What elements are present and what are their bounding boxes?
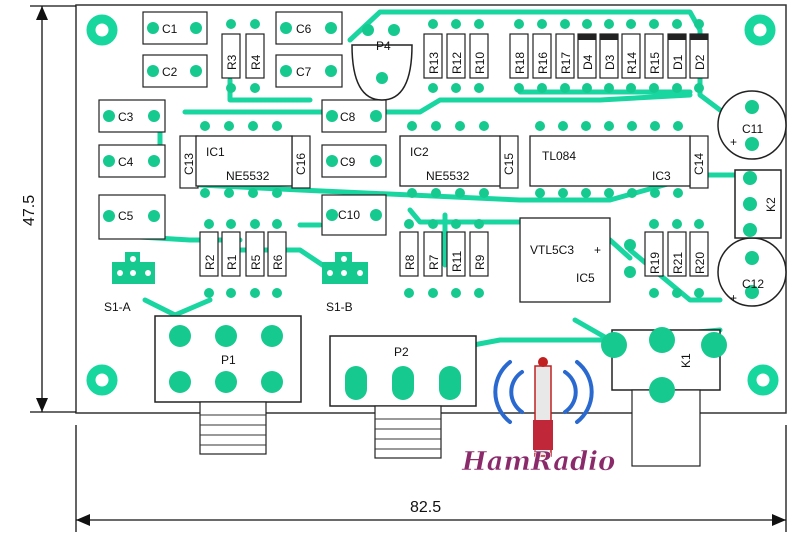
label-c1: C1 (162, 22, 178, 36)
label-d3: D3 (603, 54, 617, 70)
label-c8: C8 (340, 110, 356, 124)
label-r20: R20 (693, 252, 707, 274)
label-p1: P1 (221, 353, 236, 367)
label-k1: K1 (679, 353, 693, 368)
connector-k1-body (631, 389, 701, 467)
resistor-pads (204, 19, 704, 298)
label-s1b: S1-B (326, 300, 353, 314)
label-p2: P2 (394, 345, 409, 359)
diode-bands (578, 34, 708, 40)
label-c11: C11 (742, 122, 763, 136)
capacitor-pads (103, 22, 382, 222)
label-r11: R11 (450, 251, 464, 272)
electrolytic-pads (745, 100, 759, 299)
label-d4: D4 (581, 54, 595, 70)
dimension-height-label: 47.5 (21, 195, 38, 226)
ic-bodies (195, 135, 691, 303)
trimmer-pads (362, 24, 400, 84)
label-r7: R7 (427, 254, 441, 270)
dimension-arrows (36, 6, 786, 526)
label-r10: R10 (473, 52, 487, 74)
label-r5: R5 (249, 254, 263, 270)
label-c4: C4 (118, 155, 134, 169)
label-r14: R14 (625, 52, 639, 74)
connector-k2-pads (743, 171, 757, 237)
label-c3: C3 (118, 110, 134, 124)
switch-pad-holes (117, 256, 363, 276)
label-c2: C2 (162, 65, 178, 79)
electrolytic-capacitors (717, 90, 787, 307)
label-ic1-part: NE5532 (226, 169, 270, 183)
label-r8: R8 (403, 254, 417, 270)
potentiometer-pads (169, 325, 461, 400)
label-r2: R2 (203, 254, 217, 270)
label-k2: K2 (764, 197, 778, 212)
label-c16: C16 (294, 153, 308, 175)
label-c13: C13 (182, 153, 196, 175)
label-c6: C6 (296, 22, 312, 36)
label-p4: P4 (376, 39, 391, 53)
ic-pins (200, 121, 683, 278)
label-r9: R9 (473, 254, 487, 270)
label-d2: D2 (693, 54, 707, 70)
label-c5: C5 (118, 209, 134, 223)
mounting-holes (86, 14, 779, 396)
label-r12: R12 (450, 52, 464, 74)
resistors (199, 33, 709, 277)
label-ic5-ref: IC5 (576, 271, 595, 285)
label-ic2-part: NE5532 (426, 169, 470, 183)
wifi-icon (493, 360, 594, 424)
dimension-width-label: 82.5 (410, 499, 441, 516)
capacitors (98, 11, 709, 240)
label-r16: R16 (536, 52, 550, 74)
label-c14: C14 (692, 153, 706, 175)
connector-k2 (734, 169, 782, 239)
label-r19: R19 (648, 252, 662, 274)
logo-text: HamRadio (461, 447, 615, 477)
label-ic5-part: VTL5C3 (530, 243, 574, 257)
label-c7: C7 (296, 65, 312, 79)
component-labels: C1 C2 C3 C4 C5 C6 C7 C8 C9 C10 C11 C12 C… (21, 22, 778, 516)
label-r15: R15 (648, 52, 662, 74)
polarity-plus-ic5: + (594, 243, 601, 257)
label-c12: C12 (742, 277, 764, 291)
label-r1: R1 (225, 254, 239, 270)
label-c10: C10 (338, 208, 360, 222)
polarity-plus-c12: + (730, 291, 737, 305)
dimension-lines (30, 5, 787, 532)
label-s1a: S1-A (104, 300, 131, 314)
label-ic3-part: TL084 (542, 149, 576, 163)
label-ic2-ref: IC2 (410, 145, 429, 159)
label-r17: R17 (559, 52, 573, 74)
label-r6: R6 (271, 254, 285, 270)
label-r13: R13 (427, 52, 441, 74)
label-c15: C15 (502, 153, 516, 175)
label-r4: R4 (249, 54, 263, 70)
switch-pads (112, 252, 368, 284)
label-r21: R21 (671, 252, 685, 274)
connector-k1-pads (601, 327, 727, 403)
potentiometer-shaft-threads (200, 414, 441, 450)
polarity-plus-c11: + (730, 135, 737, 149)
label-ic3-ref: IC3 (652, 169, 671, 183)
label-c9: C9 (340, 155, 356, 169)
label-ic1-ref: IC1 (206, 145, 225, 159)
hamradio-logo (493, 357, 594, 457)
label-r3: R3 (225, 54, 239, 70)
label-d1: D1 (671, 54, 685, 70)
label-r18: R18 (513, 52, 527, 74)
